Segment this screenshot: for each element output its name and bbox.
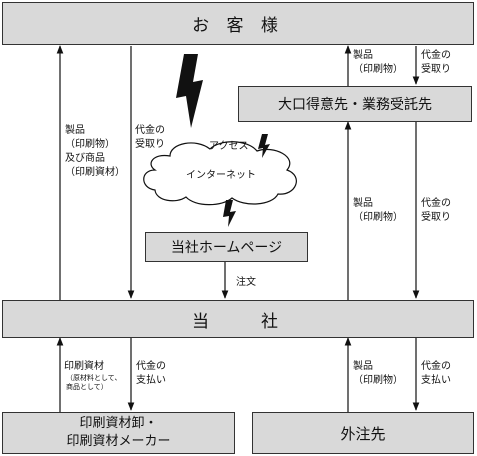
lightning-bolt-small-right — [258, 134, 270, 158]
company-box: 当 社 — [2, 300, 474, 338]
homepage-label: 当社ホームページ — [170, 240, 283, 256]
payment-paid-label-right: 代金の 支払い — [421, 360, 451, 388]
agency-label: 大口得意先・業務受託先 — [278, 97, 432, 113]
internet-label: インターネット — [186, 170, 256, 181]
products-goods-line1: 製品 — [65, 125, 85, 136]
products-print-line2: （印刷物） — [353, 64, 403, 75]
materials-sub-line2: 商品として） — [66, 383, 108, 391]
materials-sub-label: （原材料として、 商品として） — [66, 374, 121, 392]
customer-box: お 客 様 — [2, 2, 474, 45]
payment-received-line2: 受取り — [421, 212, 451, 223]
products-goods-line4: （印刷資材） — [65, 167, 125, 178]
products-print-label-top: 製品 （印刷物） — [353, 49, 403, 77]
products-print-label-mid: 製品 （印刷物） — [353, 197, 403, 225]
customer-label: お 客 様 — [192, 16, 284, 36]
payment-paid-label-left: 代金の 支払い — [136, 360, 166, 388]
products-print-line1: 製品 — [353, 50, 373, 61]
payment-received-line1: 代金の — [421, 50, 451, 61]
payment-received-label-left: 代金の 受取り — [135, 124, 165, 152]
payment-paid-line1: 代金の — [421, 361, 451, 372]
access-label: アクセス — [209, 141, 249, 152]
products-goods-line3: 及び商品 — [65, 153, 105, 164]
materials-main: 印刷資材 — [64, 361, 104, 372]
payment-paid-line1: 代金の — [136, 361, 166, 372]
payment-received-line1: 代金の — [421, 198, 451, 209]
agency-box: 大口得意先・業務受託先 — [238, 86, 472, 122]
materials-label: 印刷資材 — [64, 360, 104, 374]
lightning-bolt-lower — [223, 200, 236, 227]
payment-received-label-mid: 代金の 受取り — [421, 197, 451, 225]
payment-received-line1: 代金の — [135, 125, 165, 136]
products-print-line1: 製品 — [353, 198, 373, 209]
suppliers-box: 印刷資材卸・ 印刷資材メーカー — [2, 412, 235, 454]
homepage-box: 当社ホームページ — [145, 232, 308, 262]
lightning-bolt-upper — [176, 54, 203, 128]
payment-received-line2: 受取り — [135, 139, 165, 150]
products-goods-line2: （印刷物） — [65, 139, 115, 150]
outsource-box: 外注先 — [252, 412, 474, 454]
company-label: 当 社 — [192, 311, 284, 332]
products-print-line2: （印刷物） — [353, 375, 403, 386]
order-label: 注文 — [236, 277, 256, 288]
payment-paid-line2: 支払い — [421, 375, 451, 386]
products-print-line1: 製品 — [353, 361, 373, 372]
suppliers-label-line2: 印刷資材メーカー — [66, 434, 171, 449]
products-print-label-bottom: 製品 （印刷物） — [353, 360, 403, 388]
materials-sub-line1: （原材料として、 — [66, 374, 122, 382]
payment-received-label-top: 代金の 受取り — [421, 49, 451, 77]
products-print-line2: （印刷物） — [353, 212, 403, 223]
payment-received-line2: 受取り — [421, 64, 451, 75]
internet-cloud-shape — [143, 141, 297, 206]
suppliers-label-line1: 印刷資材卸・ — [79, 416, 158, 431]
payment-paid-line2: 支払い — [136, 375, 166, 386]
products-goods-label: 製品 （印刷物） 及び商品 （印刷資材） — [65, 124, 125, 180]
outsource-label: 外注先 — [340, 424, 386, 443]
